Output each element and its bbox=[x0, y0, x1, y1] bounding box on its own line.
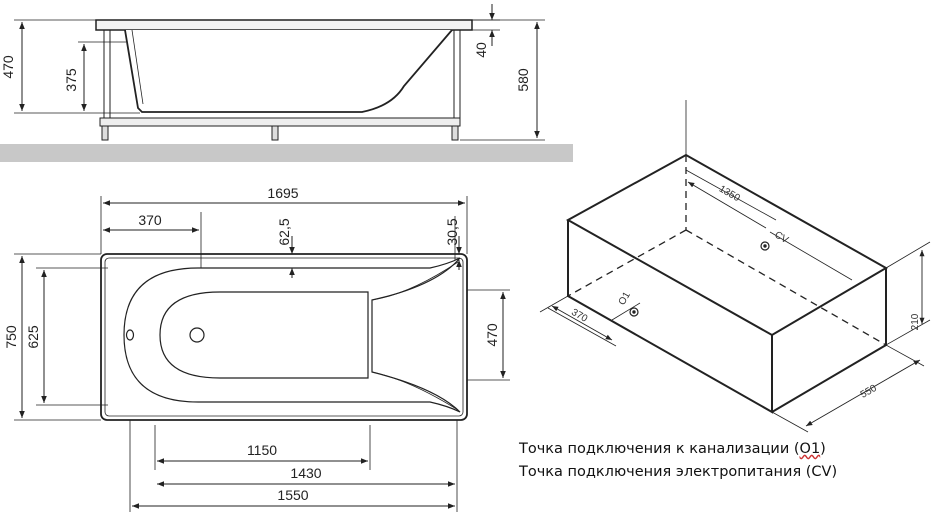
support-frame bbox=[99, 117, 461, 127]
drain-hole bbox=[189, 327, 205, 343]
support-leg-left bbox=[103, 30, 111, 118]
dim-iso-370: 370 bbox=[569, 307, 589, 325]
dim-top-1150: 1150 bbox=[247, 442, 277, 458]
dim-side-375: 375 bbox=[63, 68, 79, 92]
foot-right bbox=[451, 125, 459, 141]
dim-side-40: 40 bbox=[473, 42, 489, 58]
legend-line1-suffix: ) bbox=[820, 441, 826, 457]
floor bbox=[0, 144, 573, 162]
bathtub-basin-top bbox=[123, 257, 461, 413]
dim-top-750: 750 bbox=[3, 325, 19, 349]
foot-mid bbox=[271, 125, 279, 141]
label-o1: O1 bbox=[617, 290, 633, 307]
dim-top-1430: 1430 bbox=[290, 465, 321, 481]
label-cv: CV bbox=[772, 230, 790, 247]
iso-hidden-edges bbox=[567, 155, 887, 346]
dim-side-470: 470 bbox=[0, 55, 16, 79]
cv-connection-point bbox=[760, 241, 770, 251]
dim-top-470: 470 bbox=[484, 323, 500, 347]
foot-left bbox=[101, 125, 109, 141]
top-view bbox=[14, 196, 510, 512]
bathtub-body-side bbox=[124, 29, 453, 113]
dim-top-625: 625 bbox=[25, 325, 41, 349]
bathtub-outline-top bbox=[100, 253, 468, 421]
dim-top-1695: 1695 bbox=[267, 185, 298, 201]
side-view bbox=[0, 4, 573, 162]
dim-top-1550: 1550 bbox=[277, 487, 308, 503]
legend-line1-prefix: Точка подключения к канализации ( bbox=[519, 441, 800, 457]
support-leg-right bbox=[453, 30, 461, 118]
dim-top-370: 370 bbox=[138, 212, 162, 228]
overflow-hole bbox=[125, 329, 135, 341]
legend: Точка подключения к канализации (O1) Точ… bbox=[519, 438, 837, 484]
legend-power-connection: Точка подключения электропитания (CV) bbox=[519, 464, 838, 480]
legend-drain-connection: Точка подключения к канализации (O1) bbox=[519, 438, 837, 461]
o1-connection-point bbox=[629, 307, 639, 317]
bathtub-bottom-top bbox=[159, 291, 369, 379]
dim-iso-210: 210 bbox=[910, 313, 921, 330]
bathtub-rim bbox=[95, 19, 473, 31]
legend-line1-code: O1 bbox=[799, 441, 821, 457]
dim-top-62-5: 62,5 bbox=[276, 218, 292, 245]
dim-top-30-5: 30,5 bbox=[444, 218, 460, 245]
iso-view bbox=[539, 100, 931, 433]
dim-side-580: 580 bbox=[515, 68, 531, 92]
